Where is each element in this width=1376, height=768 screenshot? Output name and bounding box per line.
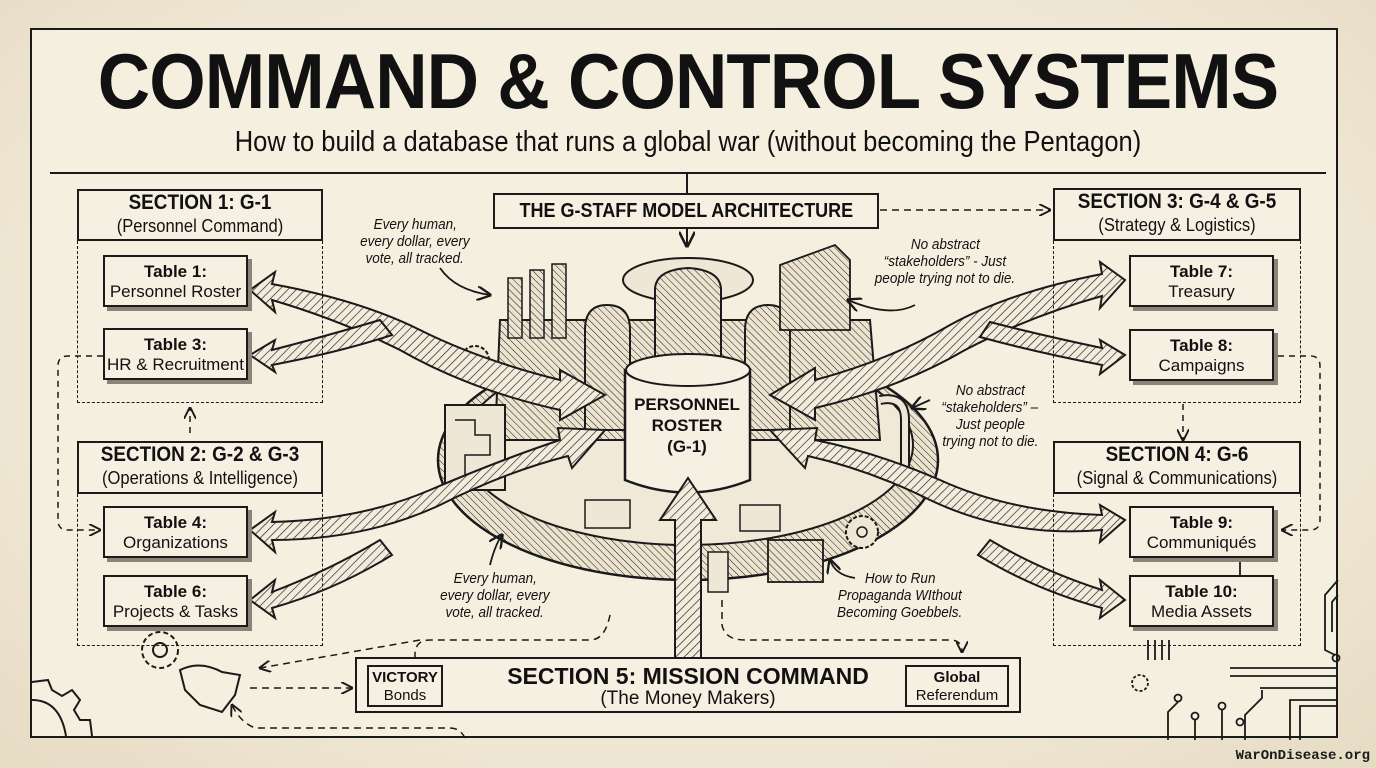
table-number: Table 10: — [1165, 582, 1238, 601]
global-referendum-text: Referendum — [915, 687, 999, 704]
table-number: Table 9: — [1170, 513, 1233, 532]
annotation-line: How to Run — [864, 570, 936, 587]
annotation-line: Every human, — [453, 570, 537, 587]
table-number: Table 1: — [144, 262, 207, 281]
table-card[interactable]: Table 6: Projects & Tasks — [103, 575, 248, 627]
annotation-line: “stakeholders” - Just — [883, 253, 1007, 270]
connector-lines — [57, 173, 1321, 739]
section-1-header: SECTION 1: G-1 (Personnel Command) — [77, 189, 323, 241]
table-number: Table 8: — [1170, 336, 1233, 355]
annotation-top-right: No abstract “stakeholders” - Just people… — [850, 236, 1040, 287]
annotation-line: every dollar, every — [440, 587, 550, 604]
section-5-title: SECTION 5: MISSION COMMAND — [507, 663, 869, 689]
annotation-line: every dollar, every — [360, 233, 470, 250]
flow-arrow-table4 — [248, 426, 608, 555]
section-4-body — [1053, 494, 1301, 646]
section-4-header: SECTION 4: G-6 (Signal & Communications) — [1053, 441, 1301, 494]
section-3-subtitle: (Strategy & Logistics) — [1098, 215, 1256, 235]
table-number: Table 3: — [144, 335, 207, 354]
table-name: Campaigns — [1158, 356, 1245, 375]
core-line-3: (G-1) — [667, 437, 707, 456]
section-5-subtitle: (The Money Makers) — [600, 688, 776, 709]
section-1-subtitle: (Personnel Command) — [116, 216, 284, 236]
table-name: Media Assets — [1150, 602, 1253, 621]
table-card[interactable]: Table 7: Treasury — [1129, 255, 1274, 307]
flow-arrow-mission — [658, 476, 718, 661]
victory-bonds-text: Bonds — [383, 687, 427, 704]
flow-arrow-table6 — [248, 538, 394, 621]
annotation-line: Just people — [955, 416, 1025, 433]
annotation-line: Every human, — [373, 216, 457, 233]
architecture-label-text: THE G-STAFF MODEL ARCHITECTURE — [519, 200, 853, 222]
section-4-subtitle: (Signal & Communications) — [1076, 468, 1278, 488]
section-1-title: SECTION 1: G-1 — [128, 191, 272, 214]
gear-decoration-bottom-left — [31, 631, 242, 737]
annotation-line: trying not to die. — [941, 433, 1039, 450]
table-name: Projects & Tasks — [112, 602, 239, 621]
victory-bonds-bold: VICTORY — [372, 669, 438, 686]
core-line-2: ROSTER — [651, 416, 723, 435]
circuit-decoration-bottom-right — [1131, 547, 1341, 740]
annotation-line: people trying not to die. — [874, 270, 1016, 287]
annotation-line: No abstract — [955, 382, 1025, 399]
footer-credit[interactable]: WarOnDisease.org — [1235, 748, 1370, 764]
annotation-line: “stakeholders” – — [941, 399, 1039, 416]
flow-arrow-table3 — [248, 318, 394, 375]
table-number: Table 4: — [144, 513, 207, 532]
annotation-line: No abstract — [910, 236, 980, 253]
table-card[interactable]: Table 10: Media Assets — [1129, 575, 1274, 627]
annotation-top-left: Every human, every dollar, every vote, a… — [340, 216, 490, 267]
section-1-body — [77, 241, 323, 403]
section-2-header: SECTION 2: G-2 & G-3 (Operations & Intel… — [77, 441, 323, 494]
architecture-label: THE G-STAFF MODEL ARCHITECTURE — [493, 193, 879, 229]
annotation-pointers — [439, 267, 931, 579]
victory-bonds-box[interactable]: VICTORY Bonds — [367, 665, 443, 707]
table-name: Organizations — [123, 533, 228, 552]
table-card[interactable]: Table 1: Personnel Roster — [103, 255, 248, 307]
global-referendum-bold: Global — [933, 669, 981, 686]
section-4-title: SECTION 4: G-6 — [1105, 443, 1249, 466]
flow-arrow-table8 — [978, 320, 1127, 377]
annotation-line: vote, all tracked. — [365, 250, 465, 267]
table-card[interactable]: Table 3: HR & Recruitment — [103, 328, 248, 380]
flow-arrows — [248, 259, 1127, 661]
table-number: Table 6: — [144, 582, 207, 601]
global-referendum-box[interactable]: Global Referendum — [905, 665, 1009, 707]
annotation-line: vote, all tracked. — [445, 604, 545, 621]
core-line-1: PERSONNEL — [634, 395, 740, 414]
table-name: Communiqués — [1146, 533, 1257, 552]
section-2-subtitle: (Operations & Intelligence) — [101, 468, 299, 488]
annotation-bottom-right: How to Run Propaganda WIthout Becoming G… — [820, 570, 980, 621]
table-number: Table 7: — [1170, 262, 1233, 281]
poster-subtitle: How to build a database that runs a glob… — [234, 126, 1142, 158]
section-3-title: SECTION 3: G-4 & G-5 — [1077, 190, 1277, 213]
core-personnel-roster[interactable]: PERSONNEL ROSTER (G-1) — [612, 394, 762, 457]
table-card[interactable]: Table 9: Communiqués — [1129, 506, 1274, 558]
section-5-mission-command: VICTORY Bonds SECTION 5: MISSION COMMAND… — [355, 657, 1021, 713]
table-card[interactable]: Table 4: Organizations — [103, 506, 248, 558]
table-name: Treasury — [1168, 282, 1235, 301]
table-name: Personnel Roster — [109, 282, 242, 301]
poster-title: COMMAND & CONTROL SYSTEMS — [97, 37, 1279, 125]
section-3-body — [1053, 241, 1301, 403]
flow-arrow-table10 — [976, 538, 1127, 621]
flow-arrow-table9 — [767, 426, 1127, 545]
section-2-title: SECTION 2: G-2 & G-3 — [100, 443, 300, 466]
annotation-bottom-left: Every human, every dollar, every vote, a… — [420, 570, 570, 621]
annotation-line: Becoming Goebbels. — [837, 604, 963, 621]
section-3-header: SECTION 3: G-4 & G-5 (Strategy & Logisti… — [1053, 188, 1301, 241]
table-card[interactable]: Table 8: Campaigns — [1129, 329, 1274, 381]
annotation-line: Propaganda WIthout — [838, 587, 962, 604]
table-name: HR & Recruitment — [107, 355, 244, 374]
section-2-body — [77, 494, 323, 646]
annotation-mid-right: No abstract “stakeholders” – Just people… — [925, 382, 1055, 450]
